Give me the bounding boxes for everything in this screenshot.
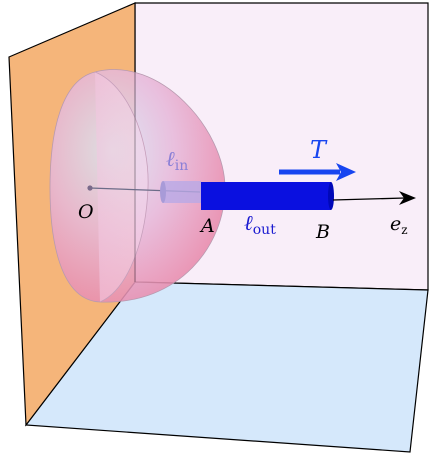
label-ez: ez [390, 213, 408, 237]
label-torque: T [310, 136, 328, 164]
rod-outer [201, 182, 331, 210]
label-point-a: A [199, 215, 215, 237]
origin-point [87, 185, 93, 191]
label-origin: O [78, 201, 94, 223]
label-point-b: B [315, 221, 330, 243]
ez-arrowhead [399, 191, 416, 205]
rod-inner-end [160, 181, 166, 203]
label-l-in: ℓin [166, 147, 188, 174]
rod-inner [163, 181, 201, 203]
label-l-out: ℓout [244, 211, 276, 238]
torque-arrowhead [336, 163, 356, 181]
ez-axis-line [332, 197, 406, 201]
rod-outer-end [328, 182, 334, 210]
